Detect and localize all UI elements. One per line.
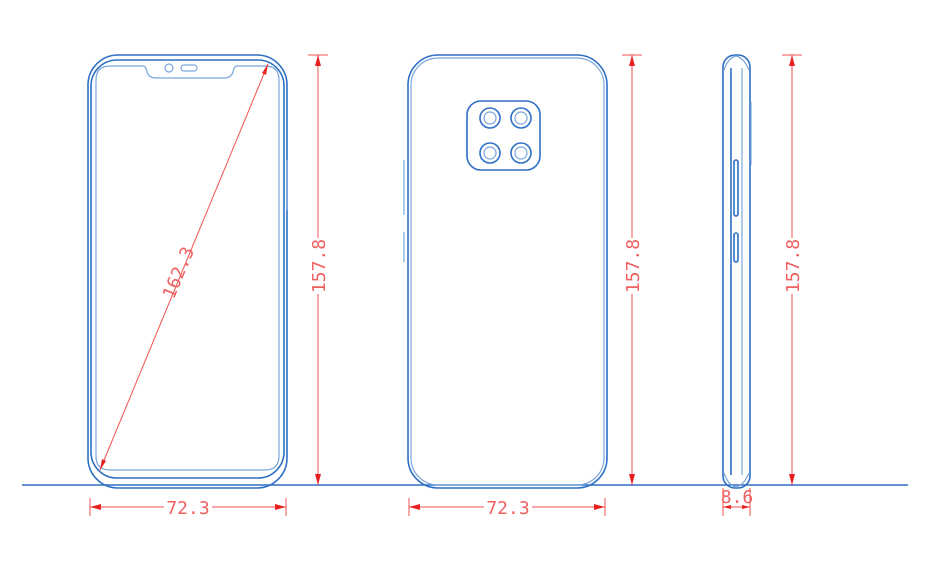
screen-outline xyxy=(95,65,280,471)
earpiece xyxy=(180,64,198,72)
back-view: 157.8 72.3 xyxy=(403,54,644,519)
camera-module xyxy=(466,100,541,171)
side-thickness-label: 8.6 xyxy=(721,487,754,508)
front-camera-icon xyxy=(164,63,174,73)
camera-lens-icon xyxy=(479,107,532,164)
diagonal-label: 162.3 xyxy=(159,244,199,302)
diagonal-dimension-line xyxy=(99,63,269,471)
volume-button xyxy=(733,159,739,217)
front-width-label: 72.3 xyxy=(166,498,209,519)
side-height-label: 157.8 xyxy=(783,239,804,293)
back-height-label: 157.8 xyxy=(623,239,644,293)
back-width-label: 72.3 xyxy=(486,498,529,519)
side-view: 157.8 8.6 xyxy=(721,54,804,516)
power-button xyxy=(733,232,739,263)
front-height-label: 157.8 xyxy=(309,239,330,293)
front-view: 162.3 157.8 72.3 xyxy=(87,54,330,519)
